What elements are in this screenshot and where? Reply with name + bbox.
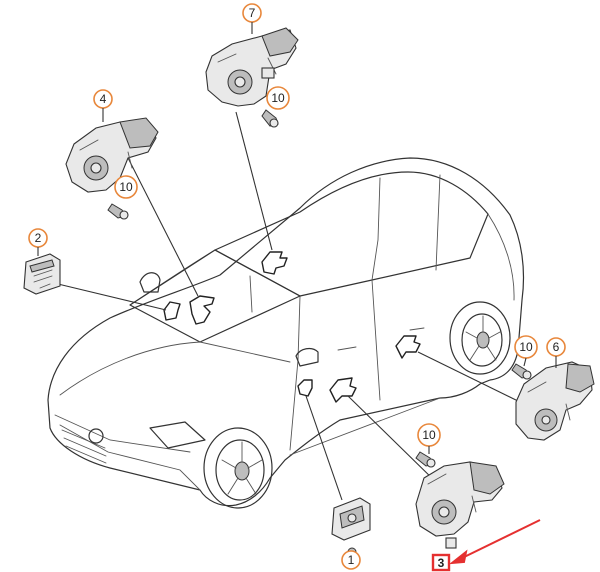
callout-6-label: 6 [553,340,560,354]
callout-10-right-label: 10 [519,340,533,354]
window-motor-7 [205,27,299,107]
bolt-icon [415,451,436,468]
control-unit-2 [23,253,61,295]
front-wheel [203,427,273,509]
callout-10-top: 10 [266,86,290,110]
callout-2: 2 [28,228,48,256]
bolt-icon [261,109,279,128]
callout-10-top-label: 10 [271,91,285,105]
marker-motor-4 [189,295,215,325]
callout-4: 4 [93,89,113,122]
marker-motor-3 [329,377,357,403]
callout-10-right: 10 [514,335,538,367]
callout-7: 7 [242,3,262,34]
callout-10-bottom-label: 10 [422,428,436,442]
marker-motor-6 [395,335,421,359]
marker-control-unit-2 [163,301,181,321]
callout-7-label: 7 [249,6,256,20]
car-illustration [47,157,525,509]
callout-1-label: 1 [348,553,355,567]
bolt-icon [511,363,532,380]
callout-3: 3 [431,553,451,572]
rear-wheel [449,301,511,375]
callout-4-label: 4 [100,92,107,106]
window-motor-3 [415,461,505,549]
bolt-icon [107,203,129,220]
callout-6: 6 [546,337,566,368]
marker-switch-1 [297,379,313,397]
location-markers [163,251,421,403]
callout-2-label: 2 [35,231,42,245]
callout-10-left: 10 [114,175,138,199]
window-motor-6 [515,361,595,441]
marker-motor-7 [261,251,288,275]
callout-1: 1 [341,550,361,570]
leader-lines [57,111,521,501]
window-switch-1 [331,497,371,541]
highlight-arrow [448,519,541,565]
callout-10-left-label: 10 [119,180,133,194]
window-motor-4 [65,117,159,193]
callout-3-label: 3 [438,556,445,570]
callout-10-bottom: 10 [417,423,441,454]
